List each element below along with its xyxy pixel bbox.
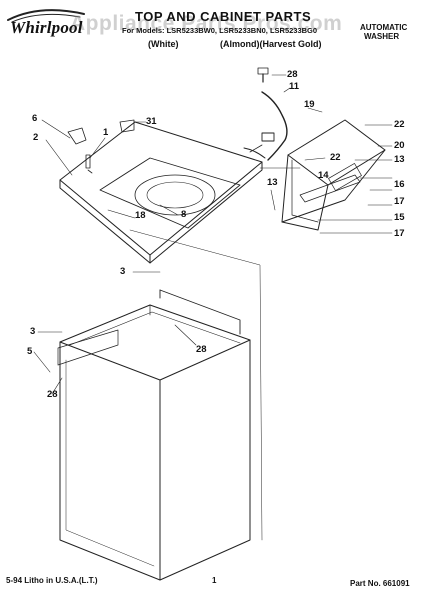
callout-13: 13 bbox=[267, 177, 278, 188]
cabinet-front-panel bbox=[57, 329, 119, 366]
part-number: Part No. 661091 bbox=[350, 579, 410, 588]
watermark-text: Appliance Parts Pros.com bbox=[70, 12, 343, 35]
callout-28: 28 bbox=[47, 389, 58, 400]
washer-top-panel bbox=[59, 121, 263, 264]
screw-icon bbox=[257, 67, 269, 83]
diagram-title: TOP AND CABINET PARTS bbox=[135, 9, 312, 24]
callout-18: 18 bbox=[135, 210, 146, 221]
callout-17: 17 bbox=[394, 228, 405, 239]
appliance-type-line2: WASHER bbox=[364, 32, 400, 41]
callout-19: 19 bbox=[304, 99, 315, 110]
variant-almond: (Almond)(Harvest Gold) bbox=[220, 39, 322, 49]
litho-note: 5-94 Litho in U.S.A.(L.T.) bbox=[6, 576, 98, 585]
callout-8: 8 bbox=[181, 209, 187, 220]
leader-lines bbox=[33, 74, 393, 541]
callout-20: 20 bbox=[394, 140, 405, 151]
console-panel bbox=[281, 119, 386, 231]
callout-11: 11 bbox=[289, 81, 300, 92]
callout-28: 28 bbox=[196, 344, 207, 355]
callout-13: 13 bbox=[394, 154, 405, 165]
callout-14: 14 bbox=[318, 170, 329, 181]
callout-16: 16 bbox=[394, 179, 405, 190]
callout-2: 2 bbox=[33, 132, 39, 143]
callout-3: 3 bbox=[30, 326, 36, 337]
callout-22: 22 bbox=[394, 119, 405, 130]
callout-28: 28 bbox=[287, 69, 298, 80]
cabinet-corner-brace bbox=[159, 289, 241, 335]
callout-17: 17 bbox=[394, 196, 405, 207]
appliance-type-line1: AUTOMATIC bbox=[360, 23, 408, 32]
variant-white: (White) bbox=[148, 39, 179, 49]
callout-22: 22 bbox=[330, 152, 341, 163]
brand-logo-swoosh bbox=[7, 9, 85, 23]
console-bracket bbox=[299, 174, 361, 203]
wire-harness bbox=[243, 91, 288, 161]
hinge-clip-part bbox=[67, 119, 135, 174]
brand-logo: Whirlpool bbox=[10, 18, 83, 37]
page-number: 1 bbox=[212, 576, 217, 585]
callout-1: 1 bbox=[103, 127, 109, 138]
model-numbers: For Models: LSR5233BW0, LSR5233BN0, LSR5… bbox=[122, 26, 318, 35]
callout-6: 6 bbox=[32, 113, 38, 124]
callout-15: 15 bbox=[394, 212, 405, 223]
callout-5: 5 bbox=[27, 346, 33, 357]
callout-3: 3 bbox=[120, 266, 126, 277]
callout-31: 31 bbox=[146, 116, 157, 127]
washer-cabinet bbox=[59, 304, 251, 581]
